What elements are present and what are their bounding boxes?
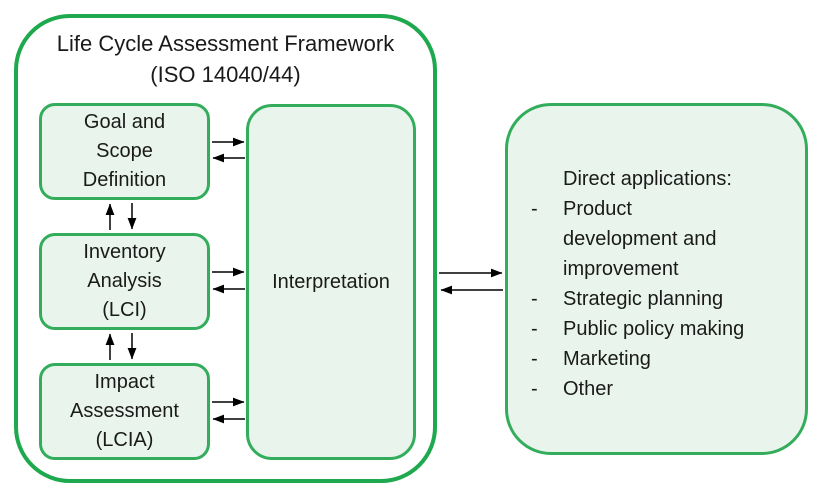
- dash-bullet: -: [531, 348, 538, 370]
- direct-applications-heading: Direct applications:: [563, 168, 732, 190]
- list-item: - Public policy making: [531, 314, 791, 344]
- direct-applications-content: Direct applications: - Product developme…: [508, 106, 805, 404]
- dash-bullet: -: [531, 288, 538, 310]
- inventory-analysis-box: Inventory Analysis (LCI): [39, 233, 210, 330]
- list-item-label: Product development and improvement: [563, 198, 717, 280]
- direct-applications-box: Direct applications: - Product developme…: [505, 103, 808, 455]
- direct-applications-list: - Product development and improvement - …: [531, 194, 791, 404]
- list-item-label: Marketing: [563, 348, 651, 370]
- list-item-label: Public policy making: [563, 318, 745, 340]
- list-item: - Product development and improvement: [531, 194, 791, 284]
- list-item-label: Strategic planning: [563, 288, 724, 310]
- framework-title: Life Cycle Assessment Framework (ISO 140…: [56, 31, 395, 87]
- list-item-label: Other: [563, 378, 614, 400]
- interpretation-box: Interpretation: [246, 104, 416, 460]
- dash-bullet: -: [531, 198, 538, 220]
- dash-bullet: -: [531, 318, 538, 340]
- impact-assessment-box: Impact Assessment (LCIA): [39, 363, 210, 460]
- goal-scope-box: Goal and Scope Definition: [39, 103, 210, 200]
- list-item: - Strategic planning: [531, 284, 791, 314]
- list-item: - Marketing: [531, 344, 791, 374]
- list-item: - Other: [531, 374, 791, 404]
- dash-bullet: -: [531, 378, 538, 400]
